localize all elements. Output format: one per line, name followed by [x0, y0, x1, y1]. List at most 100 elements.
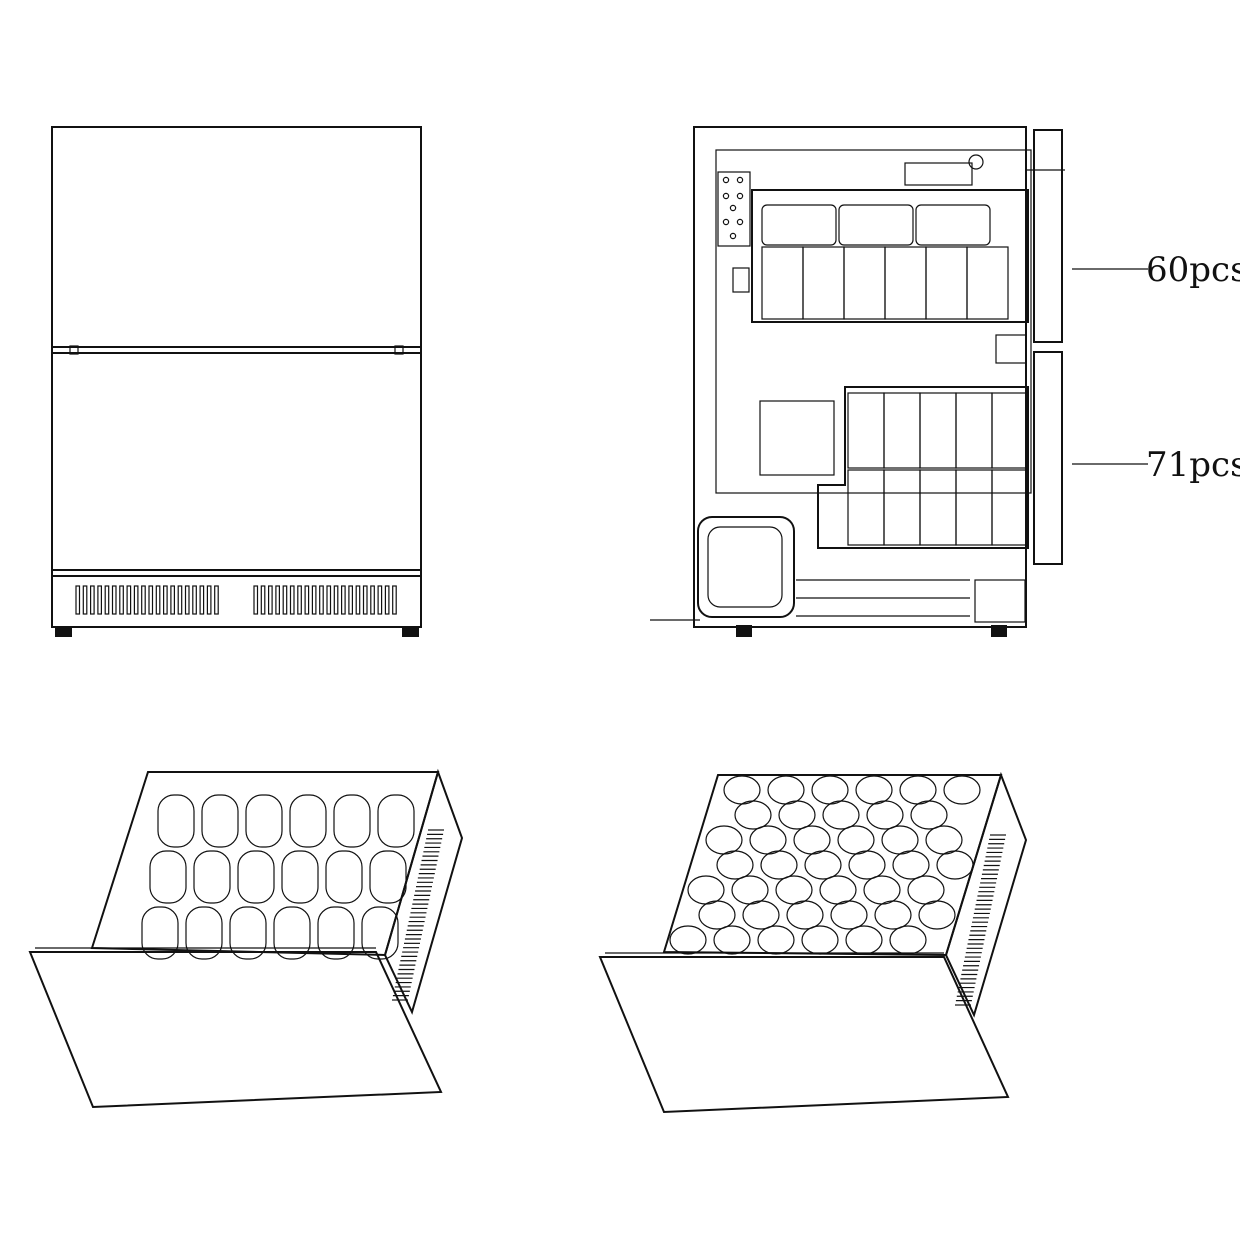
upper-door-handle-left: [69, 345, 79, 355]
vent-slot: [333, 585, 339, 615]
door-hinge: [995, 334, 1027, 364]
can-lying: [761, 204, 837, 246]
upper-door-profile: [1033, 129, 1063, 343]
vent-slot: [275, 585, 280, 615]
upright-can: [767, 775, 805, 805]
upright-can: [943, 775, 981, 805]
upright-can: [889, 925, 927, 955]
upright-can: [760, 850, 798, 880]
can-cross-section: [884, 246, 927, 320]
screw-dot: [722, 218, 730, 226]
upright-can: [698, 900, 736, 930]
vent-slot: [119, 585, 124, 615]
upright-can: [786, 900, 824, 930]
side-section-view: 60pcs 71pcs: [650, 126, 1240, 637]
screw-dot: [722, 176, 730, 184]
lying-can: [149, 850, 187, 904]
compressor-core: [707, 526, 783, 608]
upright-can: [749, 825, 787, 855]
screw-dot: [736, 218, 744, 226]
sensor-box: [732, 267, 750, 293]
vent-slot: [311, 585, 317, 615]
lying-can: [281, 850, 319, 904]
upright-can: [778, 800, 816, 830]
can-cross-section: [847, 469, 885, 546]
upright-can-grid: [669, 775, 981, 955]
callout-71pcs: 71pcs: [1146, 445, 1240, 485]
lying-can: [289, 794, 327, 848]
lying-can: [325, 850, 363, 904]
upper-drawer-top-can-row: [761, 204, 991, 246]
upright-can: [757, 925, 795, 955]
section-inner-liner: [715, 149, 1032, 494]
compressor: [697, 516, 795, 618]
lying-can: [273, 906, 311, 960]
can-lying: [915, 204, 991, 246]
vent-slot: [377, 585, 383, 615]
can-cross-section: [847, 392, 885, 469]
upright-can: [731, 875, 769, 905]
vent-slot: [214, 585, 219, 615]
open-drawer-upright-cans: [598, 771, 1028, 1114]
vent-slot: [148, 585, 154, 615]
front-view: [51, 126, 422, 637]
fan-motor-icon: [968, 154, 984, 170]
drawer-front-panel: [598, 956, 1010, 1114]
lying-can: [369, 850, 407, 904]
lying-can: [157, 794, 195, 848]
can-cross-section: [843, 246, 886, 320]
lower-drawer-box: [817, 386, 1029, 549]
vent-slot: [75, 585, 81, 615]
upper-door-handle-right: [394, 345, 404, 355]
upright-can: [822, 800, 860, 830]
upper-drawer-lower-can-row: [761, 246, 1009, 320]
vent-slot: [126, 585, 132, 615]
screw-dot: [736, 192, 744, 200]
can-cross-section: [883, 392, 921, 469]
can-cross-section: [802, 246, 845, 320]
vent-slot: [141, 585, 146, 615]
can-cross-section: [919, 392, 957, 469]
section-outer-shell: [693, 126, 1027, 628]
can-cross-section: [991, 392, 1029, 469]
screw-dot: [722, 192, 730, 200]
can-lying: [838, 204, 914, 246]
vent-slot: [348, 585, 353, 615]
upright-can: [742, 900, 780, 930]
vent-slot: [133, 585, 139, 615]
vent-slot: [362, 585, 368, 615]
lying-can: [333, 794, 371, 848]
lying-can: [141, 906, 179, 960]
vent-slot: [384, 585, 390, 615]
lying-can: [377, 794, 415, 848]
vent-slot: [341, 585, 346, 615]
upright-can: [705, 825, 743, 855]
upright-can: [830, 900, 868, 930]
upright-can: [881, 825, 919, 855]
open-drawer-lying-cans: [28, 768, 464, 1109]
lying-can: [201, 794, 239, 848]
upright-can: [866, 800, 904, 830]
lower-door-profile: [1033, 351, 1063, 565]
upright-can: [811, 775, 849, 805]
upright-can: [848, 850, 886, 880]
upright-can: [845, 925, 883, 955]
section-foot-right: [991, 625, 1007, 637]
vent-slot: [199, 585, 205, 615]
upright-can: [907, 875, 945, 905]
upright-can: [669, 925, 707, 955]
upright-can: [775, 875, 813, 905]
vent-slot: [82, 585, 88, 615]
vent-slot: [192, 585, 197, 615]
upright-can: [801, 925, 839, 955]
screw-dot: [729, 232, 737, 240]
vent-slot: [177, 585, 183, 615]
upright-can: [863, 875, 901, 905]
vent-slot: [155, 585, 161, 615]
base-electrical-box: [974, 579, 1026, 623]
drawer-side-vents: [392, 829, 444, 1001]
section-foot-left: [736, 625, 752, 637]
drawer-tray-outline: [90, 771, 440, 957]
upright-can: [804, 850, 842, 880]
lower-drawer-loose-pack: [759, 400, 835, 476]
